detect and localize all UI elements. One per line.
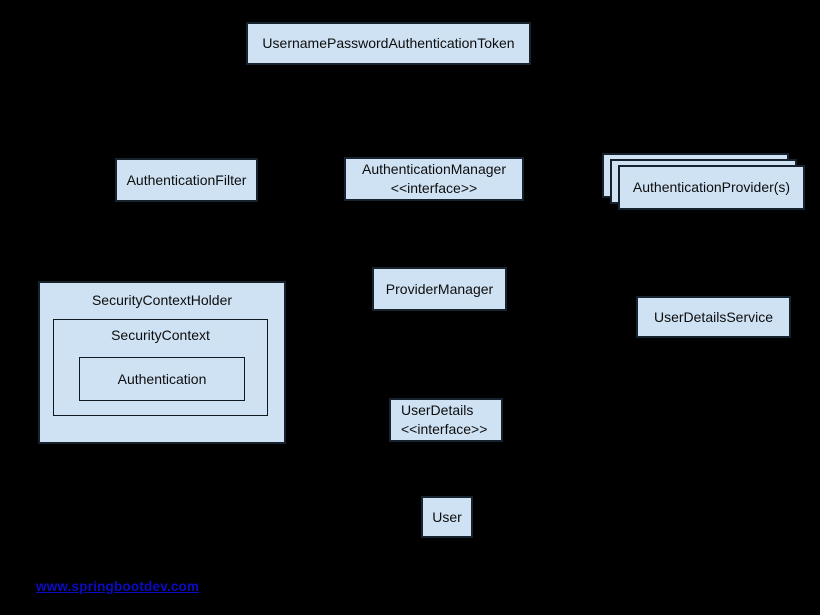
node-user-details-service: UserDetailsService <box>636 296 791 338</box>
node-stereotype: <<interface>> <box>401 421 488 437</box>
node-username-password-authentication-token: UsernamePasswordAuthenticationToken <box>246 22 531 65</box>
node-label: AuthenticationManager <box>362 161 506 177</box>
footer-website-link[interactable]: www.springbootdev.com <box>36 579 200 594</box>
node-label: SecurityContextHolder <box>91 292 233 308</box>
node-authentication-manager: AuthenticationManager <<interface>> <box>344 157 524 201</box>
node-label: SecurityContext <box>111 327 210 343</box>
node-security-context: SecurityContext Authentication <box>53 319 268 416</box>
node-label: UserDetailsService <box>653 308 774 325</box>
node-label: Authentication <box>117 370 207 387</box>
node-provider-manager: ProviderManager <box>372 267 507 311</box>
node-security-context-holder: SecurityContextHolder SecurityContext Au… <box>38 281 286 444</box>
node-authentication: Authentication <box>79 357 245 401</box>
node-authentication-filter: AuthenticationFilter <box>115 158 258 202</box>
node-authentication-providers: AuthenticationProvider(s) <box>618 165 805 210</box>
node-label: User <box>432 508 462 525</box>
node-label: UserDetails <box>401 402 474 418</box>
node-label: AuthenticationProvider(s) <box>632 179 791 195</box>
node-label: UsernamePasswordAuthenticationToken <box>262 35 515 51</box>
node-user: User <box>421 496 473 538</box>
node-label: ProviderManager <box>385 280 494 297</box>
node-label: AuthenticationFilter <box>126 171 247 188</box>
node-user-details: UserDetails <<interface>> <box>389 398 503 442</box>
node-stereotype: <<interface>> <box>390 180 478 196</box>
